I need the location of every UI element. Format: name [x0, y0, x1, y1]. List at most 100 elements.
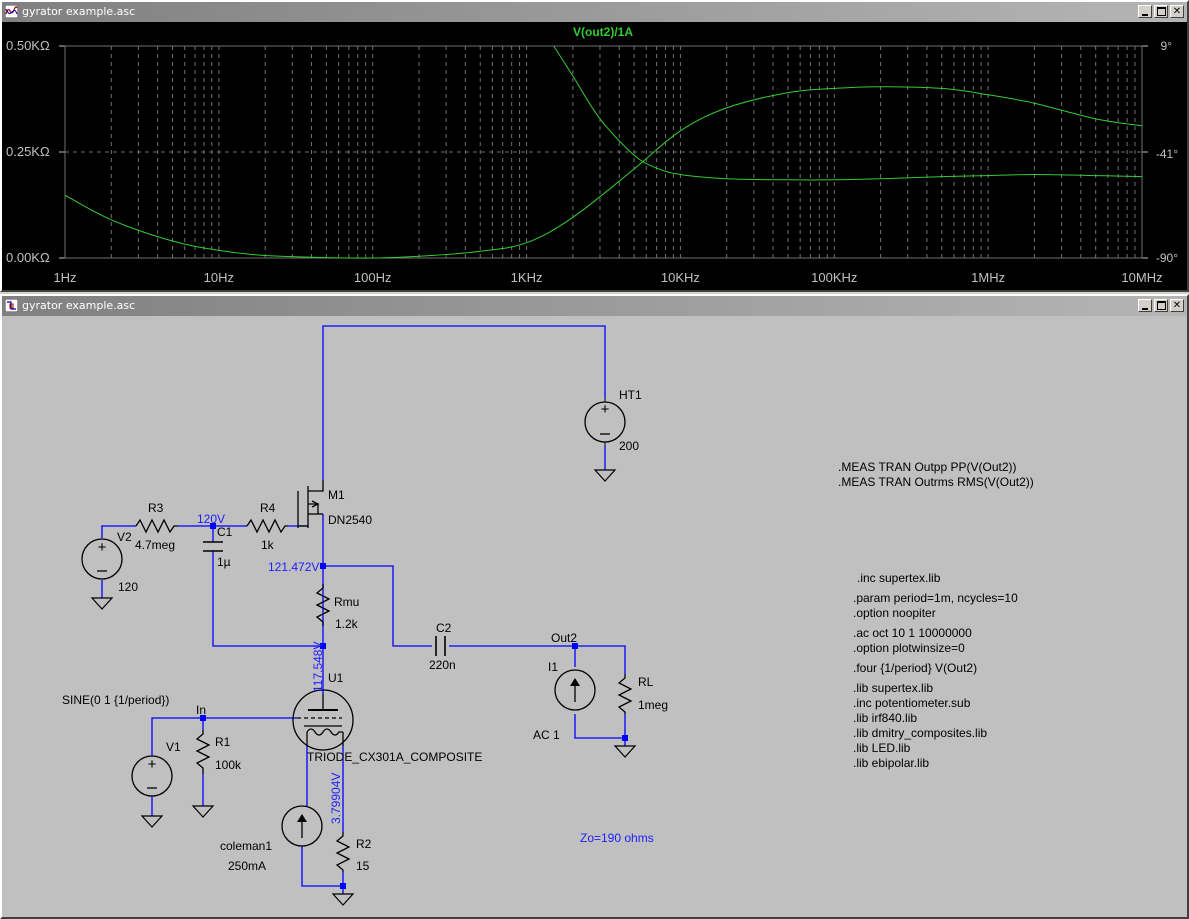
ground-icon [140, 815, 164, 828]
spice-directive[interactable]: .option plotwinsize=0 [853, 641, 965, 655]
c2-label: C2 [436, 621, 452, 635]
spice-directive[interactable]: .lib LED.lib [853, 741, 911, 755]
maximize-button[interactable] [1154, 299, 1168, 312]
spice-directive[interactable]: .lib ebipolar.lib [853, 756, 929, 770]
mosfet-m1[interactable] [297, 480, 324, 528]
capacitor-c1[interactable] [203, 541, 223, 552]
meas-directive[interactable]: .MEAS TRAN Outpp PP(V(Out2)) [838, 460, 1017, 474]
svg-text:+: + [148, 756, 157, 773]
svg-text:+: + [98, 539, 107, 556]
spice-directive[interactable]: .inc supertex.lib [857, 571, 941, 585]
schematic-canvas[interactable]: + HT1 200 M1 DN2540 R3 4.7meg R4 1k [2, 316, 1187, 917]
r4-label: R4 [260, 501, 276, 515]
spice-directive[interactable]: .param period=1m, ncycles=10 [853, 591, 1018, 605]
ht1-label: HT1 [619, 388, 642, 402]
c2-value: 220n [429, 658, 456, 672]
spice-directive[interactable]: .option noopiter [853, 606, 936, 620]
junction [622, 735, 628, 741]
plot-window-title: gyrator example.asc [22, 5, 136, 18]
gate-voltage-label: 120V [197, 512, 225, 526]
rl-label: RL [638, 675, 654, 689]
resistor-rl[interactable] [617, 674, 633, 714]
net-label-out2: Out2 [551, 631, 577, 645]
close-button[interactable]: ✕ [1170, 5, 1184, 18]
y-axis-tick-0: 0.50KΩ [6, 38, 50, 53]
trace-label[interactable]: V(out2)/1A [573, 25, 633, 39]
junction [320, 643, 326, 649]
meas-directive[interactable]: .MEAS TRAN Outrms RMS(V(Out2)) [838, 475, 1034, 489]
waveform-plot[interactable]: V(out2)/1A 0.50KΩ 0.25KΩ 0.00KΩ 9° -41° … [2, 22, 1187, 290]
schematic-background [2, 316, 1187, 917]
phase-trace [553, 45, 1143, 181]
junction [340, 883, 346, 889]
v1-value: SINE(0 1 {1/period}) [62, 693, 169, 707]
magnitude-trace [64, 86, 1143, 259]
resistor-r1[interactable] [195, 730, 211, 774]
junction [200, 715, 206, 721]
voltage-source-ht1[interactable]: + [584, 398, 626, 446]
close-button[interactable]: ✕ [1170, 299, 1184, 312]
y-axis-tick-2: 0.00KΩ [6, 250, 50, 265]
i1-value: AC 1 [533, 728, 560, 742]
rmu-value: 1.2k [335, 617, 359, 631]
voltage-source-v2[interactable]: + [81, 538, 123, 580]
x-axis-tick-label: 10Hz [204, 270, 234, 285]
svg-text:+: + [601, 401, 610, 418]
traces [64, 45, 1143, 259]
maximize-icon [1155, 300, 1167, 311]
r1-value: 100k [215, 758, 242, 772]
plot-window[interactable]: gyrator example.asc ✕ V(out2)/1A 0.50KΩ … [0, 0, 1189, 292]
resistor-r3[interactable] [135, 518, 178, 534]
coleman1-value: 250mA [228, 859, 266, 873]
source-voltage-label: 121.472V [268, 560, 319, 574]
resistor-rmu[interactable] [315, 584, 331, 626]
schematic-icon [5, 299, 18, 312]
x-axis-tick-label: 10KHz [661, 270, 700, 285]
spice-directive[interactable]: .lib dmitry_composites.lib [853, 726, 987, 740]
r3-label: R3 [148, 501, 164, 515]
triode-u1[interactable] [292, 689, 354, 751]
spice-directive[interactable]: .lib supertex.lib [853, 681, 933, 695]
voltage-source-v1[interactable]: + [131, 755, 173, 797]
spice-directive[interactable]: .inc potentiometer.sub [853, 696, 971, 710]
schematic-window[interactable]: gyrator example.asc ✕ [0, 294, 1189, 919]
phase-axis-tick-1: -41° [1156, 147, 1178, 161]
spice-directive[interactable]: .ac oct 10 1 10000000 [853, 626, 972, 640]
i1-label: I1 [548, 660, 558, 674]
phase-axis-tick-0: 9° [1161, 39, 1173, 53]
plot-frame [64, 45, 1143, 259]
maximize-button[interactable] [1154, 5, 1168, 18]
spice-directive[interactable]: .lib irf840.lib [853, 711, 917, 725]
maximize-icon [1155, 6, 1167, 17]
ground-icon [613, 745, 637, 758]
r2-value: 15 [356, 859, 370, 873]
minimize-icon [1139, 300, 1151, 311]
plot-window-titlebar[interactable]: gyrator example.asc ✕ [2, 2, 1187, 22]
capacitor-c2[interactable] [435, 636, 446, 656]
minimize-button[interactable] [1138, 5, 1152, 18]
plot-background [2, 22, 1187, 290]
junctions [200, 523, 628, 889]
spice-directives[interactable]: .inc supertex.lib .param period=1m, ncyc… [853, 571, 1018, 770]
phase-axis-tick-2: -90° [1156, 251, 1178, 265]
schematic-window-title: gyrator example.asc [22, 299, 136, 312]
ground-icon [593, 469, 617, 482]
current-source-coleman1[interactable] [281, 805, 323, 847]
v2-label: V2 [117, 530, 132, 544]
spice-directive[interactable]: .four {1/period} V(Out2) [853, 661, 977, 675]
junction [320, 563, 326, 569]
x-axis-tick-label: 100Hz [354, 270, 392, 285]
x-axis-tick-label: 1KHz [511, 270, 543, 285]
junction [572, 643, 578, 649]
rl-value: 1meg [638, 698, 668, 712]
resistor-r2[interactable] [335, 832, 351, 872]
current-source-i1[interactable] [554, 669, 596, 711]
comment-note[interactable]: Zo=190 ohms [580, 831, 654, 845]
resistor-r4[interactable] [246, 518, 288, 534]
r3-value: 4.7meg [135, 538, 175, 552]
x-axis-tick-label: 100KHz [811, 270, 857, 285]
minimize-button[interactable] [1138, 299, 1152, 312]
schematic-window-titlebar[interactable]: gyrator example.asc ✕ [2, 296, 1187, 316]
wires [101, 325, 626, 894]
